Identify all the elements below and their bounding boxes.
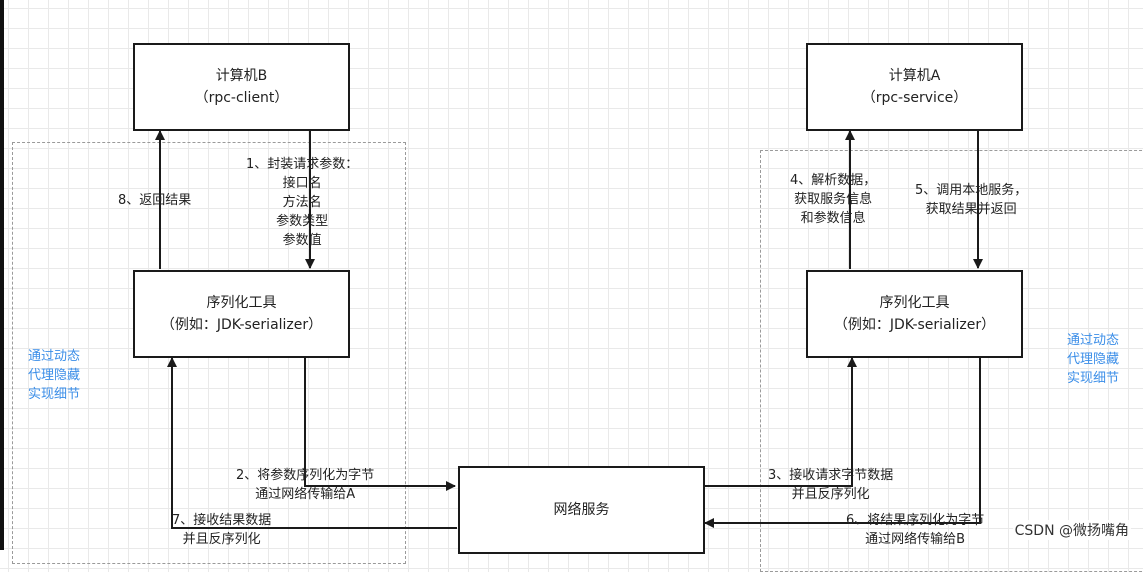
- step-3-label: 3、接收请求字节数据 并且反序列化: [768, 466, 893, 504]
- step-4-line-1: 4、解析数据，: [790, 173, 877, 188]
- csdn-watermark: CSDN @微扬嘴角: [1012, 520, 1131, 540]
- step-8-label: 8、返回结果: [118, 191, 191, 210]
- step-5-line-2: 获取结果并返回: [925, 202, 1017, 217]
- arrow-step-6: [704, 355, 981, 528]
- right-proxy-note: 通过动态 代理隐藏 实现细节: [1067, 331, 1119, 388]
- step-6-label: 6、将结果序列化为字节 通过网络传输给B: [846, 511, 984, 549]
- serializer-left-title: 序列化工具: [206, 295, 277, 311]
- left-note-line-2: 代理隐藏: [28, 368, 81, 383]
- step-4-label: 4、解析数据， 获取服务信息 和参数信息: [790, 171, 876, 228]
- right-note-line-1: 通过动态: [1067, 333, 1120, 348]
- serializer-left-box: 序列化工具 （例如：JDK-serializer）: [133, 270, 350, 358]
- step-3-line-2: 并且反序列化: [791, 487, 870, 502]
- step-5-line-1: 5、调用本地服务，: [915, 183, 1028, 198]
- step-2-line-1: 2、将参数序列化为字节: [236, 468, 375, 483]
- serializer-right-subtitle: （例如：JDK-serializer）: [833, 317, 996, 333]
- connector-layer: [155, 128, 983, 529]
- left-note-line-1: 通过动态: [28, 349, 81, 364]
- step-5-label: 5、调用本地服务， 获取结果并返回: [915, 181, 1027, 219]
- serializer-right-title: 序列化工具: [879, 295, 950, 311]
- computer-a-title: 计算机A: [888, 68, 941, 84]
- step-4-line-2: 获取服务信息: [794, 192, 873, 207]
- step-7-line-1: 7、接收结果数据: [172, 513, 272, 528]
- computer-b-box: 计算机B （rpc-client）: [133, 43, 350, 131]
- computer-a-box: 计算机A （rpc-service）: [806, 43, 1023, 131]
- step-1-line-1: 1、封装请求参数：: [246, 157, 359, 172]
- computer-b-subtitle: （rpc-client）: [194, 90, 289, 106]
- left-edge-bar: [0, 0, 4, 550]
- computer-a-subtitle: （rpc-service）: [861, 90, 968, 106]
- step-8-line-1: 8、返回结果: [118, 193, 192, 208]
- serializer-left-subtitle: （例如：JDK-serializer）: [160, 317, 323, 333]
- step-6-line-1: 6、将结果序列化为字节: [846, 513, 985, 528]
- left-note-line-3: 实现细节: [28, 387, 81, 402]
- arrow-step-3: [702, 357, 857, 487]
- network-service-label: 网络服务: [553, 502, 610, 518]
- step-7-line-2: 并且反序列化: [182, 532, 261, 547]
- step-1-label: 1、封装请求参数： 接口名 方法名 参数类型 参数值: [246, 155, 358, 250]
- step-1-line-5: 参数值: [282, 233, 322, 248]
- serializer-right-box: 序列化工具 （例如：JDK-serializer）: [806, 270, 1023, 358]
- arrow-step-2: [304, 355, 456, 491]
- right-note-line-2: 代理隐藏: [1067, 352, 1120, 367]
- step-1-line-3: 方法名: [282, 195, 322, 210]
- computer-b-title: 计算机B: [215, 68, 268, 84]
- arrow-step-7: [167, 357, 457, 529]
- step-3-line-1: 3、接收请求字节数据: [768, 468, 894, 483]
- step-1-line-4: 参数类型: [276, 214, 329, 229]
- step-4-line-3: 和参数信息: [800, 211, 866, 226]
- right-note-line-3: 实现细节: [1067, 371, 1120, 386]
- network-service-box: 网络服务: [458, 466, 705, 554]
- step-6-line-2: 通过网络传输给B: [865, 532, 966, 547]
- step-2-label: 2、将参数序列化为字节 通过网络传输给A: [236, 466, 374, 504]
- left-proxy-note: 通过动态 代理隐藏 实现细节: [28, 347, 80, 404]
- step-7-label: 7、接收结果数据 并且反序列化: [172, 511, 271, 549]
- step-1-line-2: 接口名: [282, 176, 322, 191]
- step-2-line-2: 通过网络传输给A: [255, 487, 356, 502]
